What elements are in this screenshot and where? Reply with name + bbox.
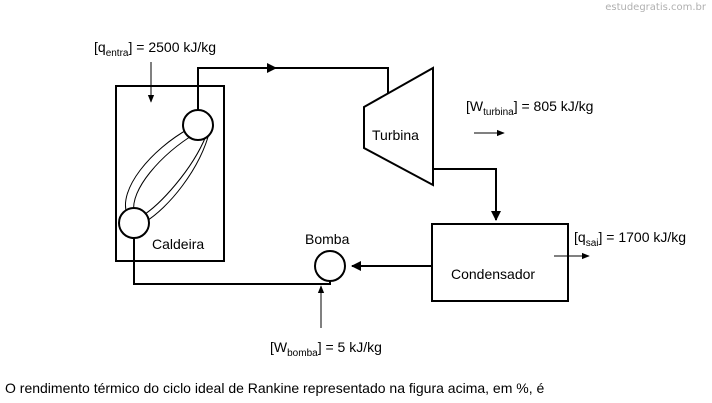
w-pump-label: [Wbomba] = 5 kJ/kg <box>270 339 382 359</box>
watermark: estudegratis.com.br <box>605 2 707 13</box>
boiler-label: Caldeira <box>152 236 204 252</box>
turbine-label: Turbina <box>372 127 419 143</box>
condenser-label: Condensador <box>451 266 535 282</box>
pipe-pump-boiler <box>133 238 331 285</box>
boiler-drum-lower <box>118 207 150 239</box>
question-text: O rendimento térmico do ciclo ideal de R… <box>5 380 545 396</box>
boiler-drum-upper <box>182 109 214 141</box>
pump-circle <box>314 250 346 282</box>
q-in-label: [qentra] = 2500 kJ/kg <box>94 39 216 59</box>
boiler-tube-inner <box>133 132 197 213</box>
pipe-turbine-condenser <box>433 168 501 221</box>
boiler-tube-outer-2 <box>144 129 211 223</box>
boiler-tube-inner-2 <box>141 135 207 217</box>
condenser-box <box>431 223 569 302</box>
boiler-tube-outer <box>125 127 191 215</box>
pipe-boiler-turbine <box>197 67 389 110</box>
boiler-box <box>115 85 225 262</box>
w-turbine-label: [Wturbina] = 805 kJ/kg <box>466 98 593 118</box>
q-out-label: [qsai] = 1700 kJ/kg <box>574 229 686 249</box>
turbine-shape <box>363 66 434 187</box>
pump-label: Bomba <box>305 231 350 247</box>
